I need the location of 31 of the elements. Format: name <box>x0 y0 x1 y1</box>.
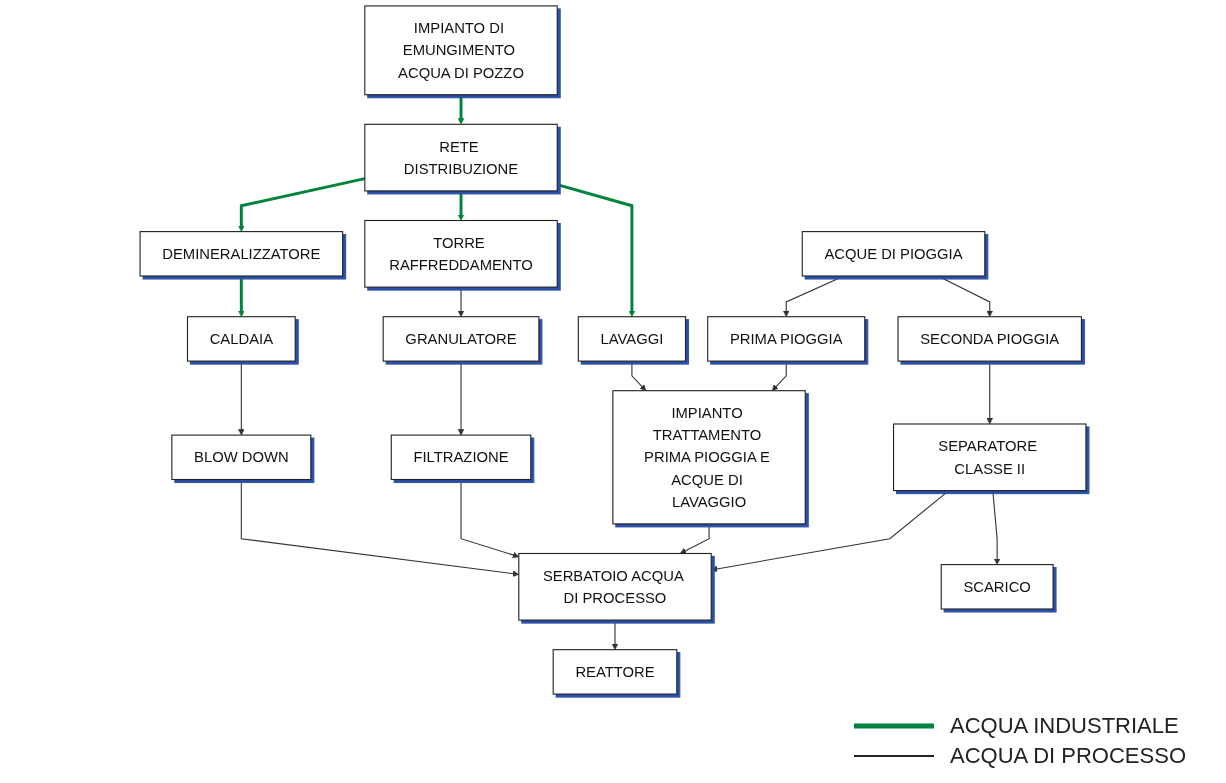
legend-text: ACQUA DI PROCESSO <box>950 743 1186 769</box>
arrow <box>457 286 465 317</box>
node-box: BLOW DOWN <box>171 434 312 481</box>
node-box: LAVAGGI <box>577 316 687 362</box>
arrow <box>611 619 619 650</box>
node-box: GRANULATORE <box>382 316 540 362</box>
arrow <box>631 360 647 391</box>
node-box: REATTORE <box>552 649 678 695</box>
arrow <box>986 360 993 425</box>
arrow <box>238 360 245 436</box>
node-box: SERBATOIO ACQUA DI PROCESSO <box>518 552 712 621</box>
node-box: DEMINERALIZZATORE <box>139 231 344 277</box>
legend-text: ACQUA INDUSTRIALE <box>950 713 1179 739</box>
arrow <box>679 523 710 554</box>
arrow <box>238 276 245 317</box>
arrow <box>457 94 465 125</box>
arrow <box>771 360 787 391</box>
arrow <box>992 490 1001 565</box>
node-box: TORRE RAFFREDDAMENTO <box>364 219 558 288</box>
node-box: SEPARATORE CLASSE II <box>893 423 1087 492</box>
node-box: IMPIANTO TRATTAMENTO PRIMA PIOGGIA E ACQUE DI LAVAGGIO <box>612 390 806 525</box>
node-box: CALDAIA <box>186 316 296 362</box>
arrow <box>457 190 465 221</box>
node-box: FILTRAZIONE <box>390 434 532 481</box>
node-box: PRIMA PIOGGIA <box>707 316 866 362</box>
node-box: SCARICO <box>940 564 1054 610</box>
arrow <box>457 360 465 436</box>
node-box: RETE DISTRIBUZIONE <box>364 123 558 192</box>
node-box: IMPIANTO DI EMUNGIMENTO ACQUA DI POZZO <box>364 5 558 96</box>
node-box: ACQUE DI PIOGGIA <box>801 231 986 277</box>
node-box: SECONDA PIOGGIA <box>897 316 1082 362</box>
